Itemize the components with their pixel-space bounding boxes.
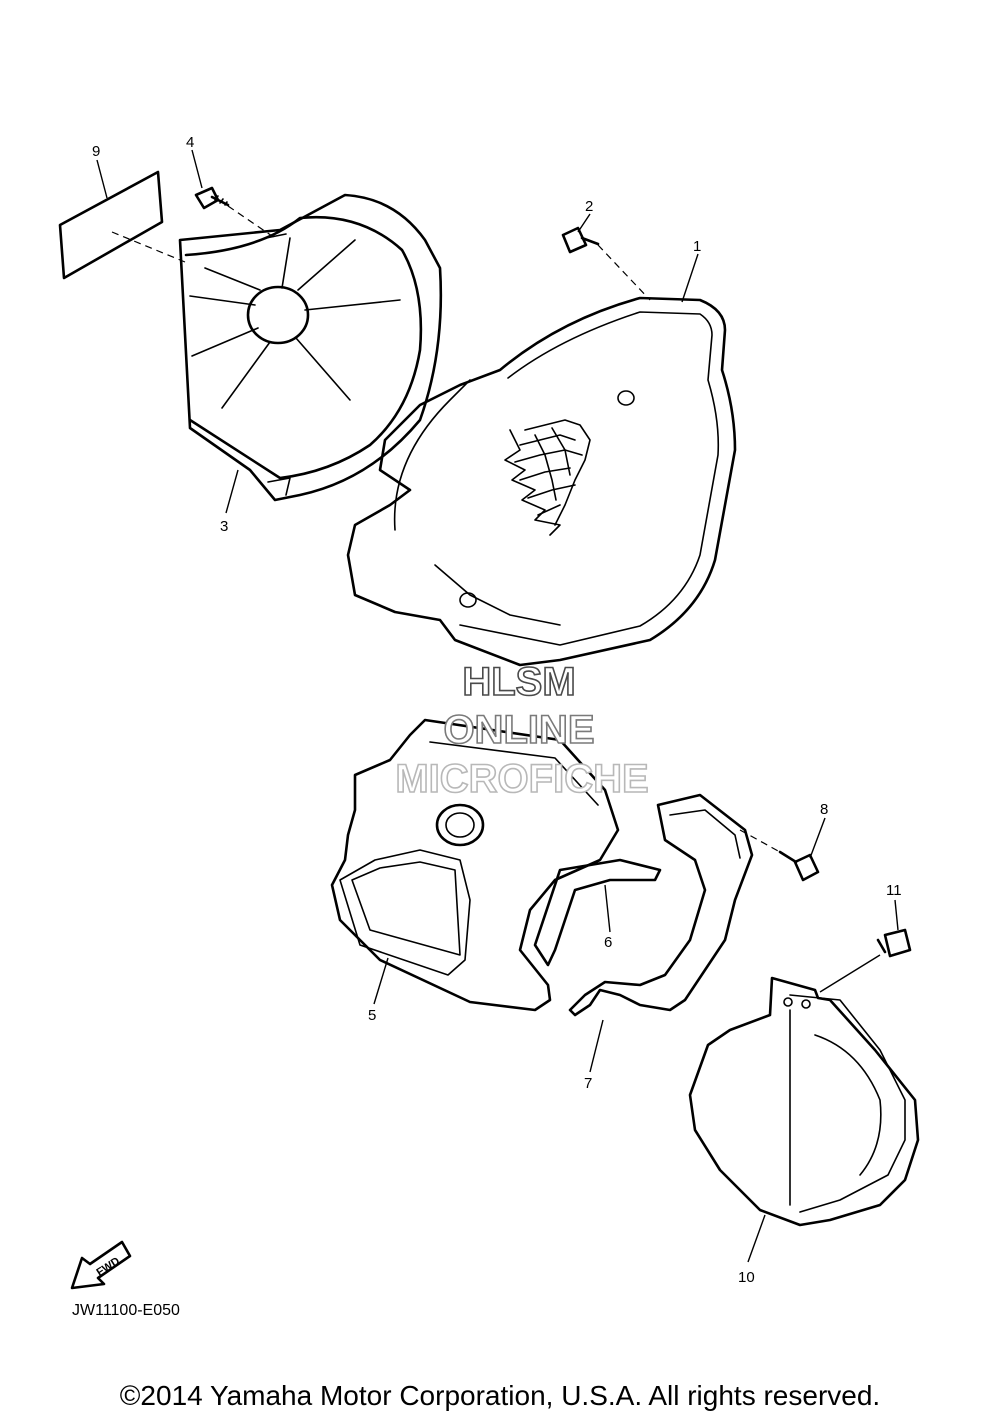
- callout-9: 9: [92, 143, 100, 160]
- part-7-seal: [568, 793, 754, 1017]
- callout-11: 11: [886, 882, 902, 899]
- watermark-line-1: HLSM: [462, 660, 575, 704]
- callout-4: 4: [186, 134, 194, 151]
- part-10-outer-guard: [688, 954, 920, 1227]
- watermark-line-2: ONLINE: [443, 708, 594, 752]
- part-4-screw: [194, 186, 276, 239]
- part-2-bolt: [561, 226, 651, 301]
- copyright-notice: ©2014 Yamaha Motor Corporation, U.S.A. A…: [119, 1380, 881, 1411]
- leader-lines: [96, 149, 899, 1263]
- part-5-lower-cover: [330, 718, 620, 1012]
- callout-7: 7: [584, 1075, 592, 1092]
- callout-3: 3: [220, 518, 228, 535]
- part-3-inner-cover: [178, 193, 443, 502]
- callout-2: 2: [585, 198, 593, 215]
- callout-10: 10: [738, 1269, 755, 1286]
- callout-8: 8: [820, 801, 828, 818]
- watermark: HLSM ONLINE MICROFICHE: [395, 659, 650, 802]
- watermark-line-3: MICROFICHE: [395, 757, 648, 801]
- callout-numbers: 1 2 3 4 5 6 7 8 9 10 11: [92, 134, 902, 1286]
- part-11-bolt: [876, 928, 912, 958]
- drawing-code: JW11100-E050: [72, 1302, 180, 1319]
- callout-5: 5: [368, 1007, 376, 1024]
- part-8-bolt: [739, 829, 820, 882]
- callout-6: 6: [604, 934, 612, 951]
- part-6-bracket: [533, 858, 662, 967]
- fwd-arrow: FWD: [70, 1240, 132, 1290]
- callout-1: 1: [693, 238, 701, 255]
- part-9-label-sticker: [58, 170, 186, 280]
- part-1-crankcase-cover: [346, 296, 737, 667]
